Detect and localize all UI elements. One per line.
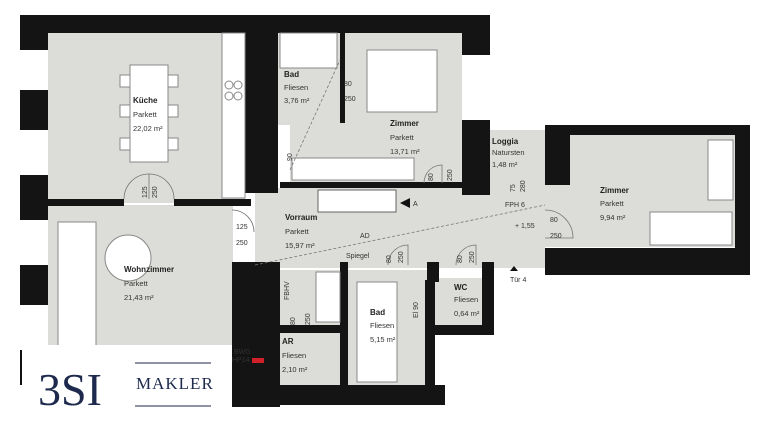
room-floor: Parkett bbox=[285, 227, 310, 236]
sofa bbox=[57, 221, 97, 348]
room-floor: Fliesen bbox=[282, 351, 306, 360]
room-name: Zimmer bbox=[600, 186, 629, 195]
svg-text:125: 125 bbox=[236, 224, 248, 231]
company-logo: 3SI MAKLER bbox=[20, 345, 232, 415]
svg-text:80: 80 bbox=[550, 217, 558, 224]
bed bbox=[366, 49, 438, 113]
svg-text:250: 250 bbox=[344, 96, 356, 103]
round-table bbox=[104, 234, 152, 282]
svg-text:250: 250 bbox=[305, 313, 312, 325]
logo-text: MAKLER bbox=[136, 374, 214, 393]
door-swings bbox=[123, 59, 574, 266]
room-area: 22,02 m² bbox=[133, 124, 163, 133]
fbhv-label: FBHV bbox=[284, 281, 291, 300]
room-loggia: Loggia Natursten 1,48 m² bbox=[492, 137, 525, 169]
room-kueche: Küche Parkett 22,02 m² bbox=[133, 96, 163, 133]
room-name: Küche bbox=[133, 96, 158, 105]
svg-text:280: 280 bbox=[520, 180, 527, 192]
room-area: 13,71 m² bbox=[390, 147, 420, 156]
room-name: Vorraum bbox=[285, 213, 317, 222]
room-zimmer-2: Zimmer Parkett 9,94 m² bbox=[600, 186, 629, 222]
svg-text:250: 250 bbox=[236, 240, 248, 247]
bed-2 bbox=[649, 211, 733, 246]
bwg-label: BWG bbox=[234, 349, 251, 356]
room-floor: Natursten bbox=[492, 148, 525, 157]
section-label: A bbox=[413, 201, 418, 208]
room-wc: WC Fliesen 0,64 m² bbox=[454, 283, 480, 318]
level-label: + 1,55 bbox=[515, 223, 535, 230]
room-floor: Parkett bbox=[600, 199, 625, 208]
ad-label: AD bbox=[360, 233, 370, 240]
room-zimmer-1: Zimmer Parkett 13,71 m² bbox=[390, 119, 420, 156]
svg-text:250: 250 bbox=[447, 169, 454, 181]
room-name: Bad bbox=[284, 70, 299, 79]
fph-label: FPH 6 bbox=[505, 202, 525, 209]
svg-text:250: 250 bbox=[398, 251, 405, 263]
svg-text:80: 80 bbox=[457, 255, 464, 263]
svg-text:250: 250 bbox=[550, 233, 562, 240]
furniture bbox=[57, 32, 734, 383]
svg-text:80: 80 bbox=[428, 173, 435, 181]
red-marker bbox=[252, 358, 264, 363]
room-wohnzimmer: Wohnzimmer Parkett 21,43 m² bbox=[124, 265, 174, 302]
room-name: Zimmer bbox=[390, 119, 419, 128]
room-floor: Fliesen bbox=[454, 295, 478, 304]
room-floor: Parkett bbox=[124, 279, 149, 288]
entrance-arrow-icon bbox=[510, 266, 518, 271]
room-floor: Fliesen bbox=[370, 321, 394, 330]
room-floor: Fliesen bbox=[284, 83, 308, 92]
stairs bbox=[317, 189, 397, 213]
svg-text:250: 250 bbox=[469, 251, 476, 263]
logo-mark: 3SI bbox=[38, 364, 102, 415]
svg-text:250: 250 bbox=[152, 186, 159, 198]
room-floor: Parkett bbox=[133, 110, 158, 119]
room-area: 3,76 m² bbox=[284, 96, 310, 105]
room-name: Bad bbox=[370, 308, 385, 317]
section-arrow-icon bbox=[400, 198, 410, 208]
room-area: 2,10 m² bbox=[282, 365, 308, 374]
svg-text:80: 80 bbox=[290, 317, 297, 325]
dining-table bbox=[129, 64, 169, 163]
room-name: Loggia bbox=[492, 137, 519, 146]
annotations: FPH 6 + 1,55 Tür 4 Spiegel AD A BWG HP14… bbox=[232, 198, 535, 364]
room-area: 0,64 m² bbox=[454, 309, 480, 318]
svg-text:El 90: El 90 bbox=[413, 302, 420, 318]
mirror-label: Spiegel bbox=[346, 253, 370, 260]
room-floor: Parkett bbox=[390, 133, 415, 142]
room-vorraum: Vorraum Parkett 15,97 m² bbox=[285, 213, 317, 250]
room-area: 15,97 m² bbox=[285, 241, 315, 250]
svg-text:80: 80 bbox=[344, 81, 352, 88]
kitchen-counter bbox=[221, 32, 246, 199]
room-ar: AR Fliesen 2,10 m² bbox=[282, 337, 308, 374]
room-area: 21,43 m² bbox=[124, 293, 154, 302]
svg-text:125: 125 bbox=[142, 186, 149, 198]
room-area: 1,48 m² bbox=[492, 160, 518, 169]
room-name: AR bbox=[282, 337, 294, 346]
room-bad-2: Bad Fliesen 5,15 m² bbox=[370, 308, 396, 344]
room-name: WC bbox=[454, 283, 468, 292]
room-name: Wohnzimmer bbox=[124, 265, 174, 274]
room-area: 9,94 m² bbox=[600, 213, 626, 222]
walls bbox=[20, 15, 750, 407]
svg-text:75: 75 bbox=[510, 184, 517, 192]
svg-text:80: 80 bbox=[386, 255, 393, 263]
hp-label: HP14 bbox=[232, 357, 250, 364]
door-label: Tür 4 bbox=[510, 277, 526, 284]
svg-text:90: 90 bbox=[287, 153, 294, 161]
room-area: 5,15 m² bbox=[370, 335, 396, 344]
room-bad-1: Bad Fliesen 3,76 m² bbox=[284, 70, 310, 105]
dimension-labels: 125 250 125 250 80 250 80 250 75 280 80 … bbox=[142, 81, 562, 325]
